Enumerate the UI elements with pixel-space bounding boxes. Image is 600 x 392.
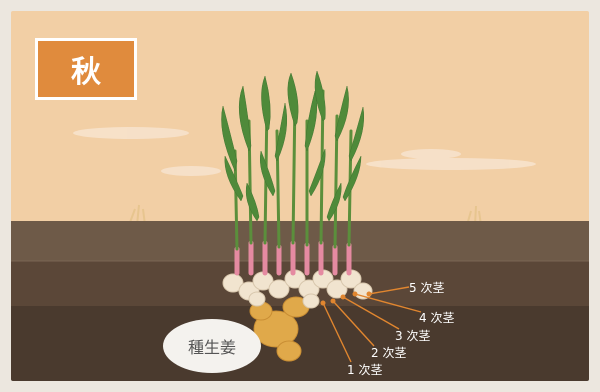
seed-ginger-callout: 種生姜 xyxy=(163,319,261,373)
soil-deep xyxy=(11,306,589,381)
stem-label-3: 3 次茎 xyxy=(395,327,430,344)
stem-label-5: 5 次茎 xyxy=(409,279,444,296)
seed-ginger-label: 種生姜 xyxy=(188,334,236,358)
stem-label-4: 4 次茎 xyxy=(419,309,454,326)
soil-top xyxy=(11,221,589,261)
stem-label-1: 1 次茎 xyxy=(347,361,382,378)
ginger-growth-scene: 秋 種生姜 1 次茎 2 次茎 3 次茎 4 次茎 5 次茎 xyxy=(11,11,589,381)
season-badge: 秋 xyxy=(35,38,137,100)
season-label: 秋 xyxy=(71,47,101,91)
stem-label-2: 2 次茎 xyxy=(371,344,406,361)
